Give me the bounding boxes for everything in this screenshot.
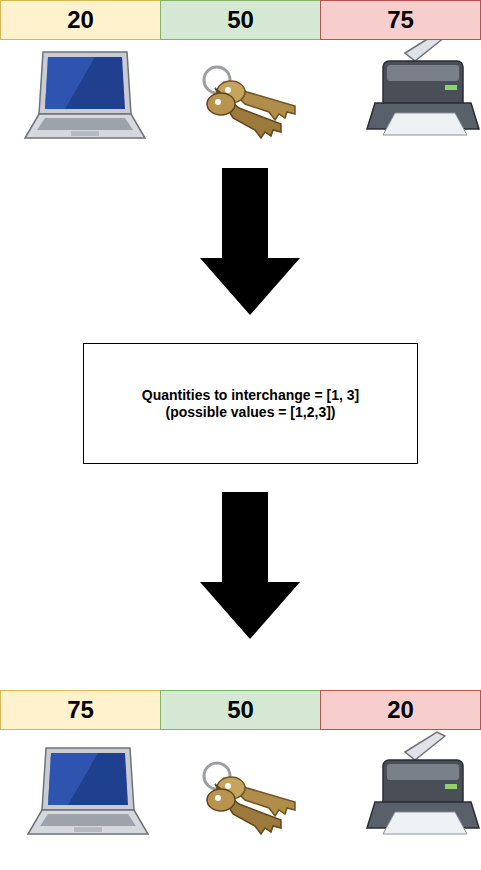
printer-icon	[367, 732, 479, 834]
value-label: 20	[67, 6, 94, 34]
value-cell: 20	[320, 690, 481, 730]
box-text: Quantities to interchange = [1, 3]	[142, 387, 359, 404]
keys-icon	[204, 67, 295, 138]
value-cell: 50	[160, 690, 321, 730]
value-label: 75	[387, 6, 414, 34]
process-box: Quantities to interchange = [1, 3](possi…	[83, 343, 418, 464]
value-cell: 75	[320, 0, 481, 40]
value-cell: 50	[160, 0, 321, 40]
value-label: 20	[387, 696, 414, 724]
down-arrow	[200, 168, 300, 315]
laptop-icon	[28, 748, 148, 834]
box-text: (possible values = [1,2,3])	[165, 404, 335, 421]
value-label: 50	[227, 696, 254, 724]
laptop-icon	[25, 52, 145, 138]
keys-icon	[204, 763, 295, 834]
value-cell: 75	[0, 690, 161, 730]
down-arrow	[200, 492, 300, 639]
value-cell: 20	[0, 0, 161, 40]
value-label: 50	[227, 6, 254, 34]
printer-icon	[367, 33, 479, 135]
value-label: 75	[67, 696, 94, 724]
